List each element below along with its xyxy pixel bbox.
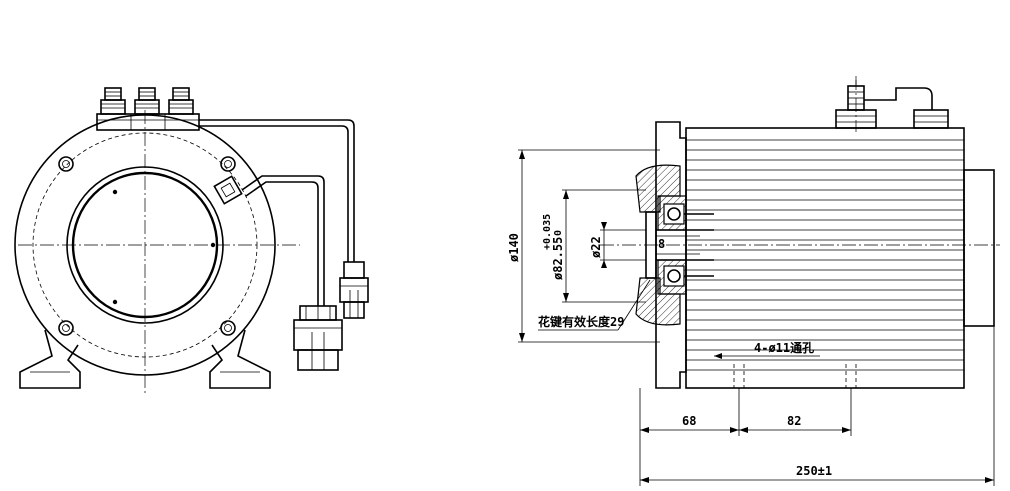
cable-connector — [339, 261, 369, 319]
dim-140-label: ø140 — [507, 233, 521, 262]
dim-82-horiz-label: 82 — [787, 414, 801, 428]
mount-bolt — [58, 156, 74, 172]
front-flange — [655, 121, 687, 389]
spline-leader: 花键有效长度29 — [538, 279, 651, 331]
spline-length-label: 花键有效长度29 — [538, 314, 624, 329]
bearing — [663, 203, 685, 225]
holes-label: 4-ø11通孔 — [754, 340, 814, 355]
dim-82-label: ø82.55 — [551, 237, 565, 280]
sensor-box — [213, 175, 243, 205]
mount-bolt — [58, 320, 74, 336]
dim-82-tol-upper: +0.035 — [542, 214, 553, 250]
bore-outer-circle — [66, 166, 224, 324]
front-view — [14, 87, 369, 395]
mount-bolt — [220, 156, 236, 172]
mounting-holes — [733, 364, 857, 388]
dim-250-label: 250±1 — [796, 464, 832, 478]
terminal-block — [96, 87, 200, 131]
dim-82: ø82.55 +0.035 0 — [542, 189, 646, 303]
bearing — [663, 265, 685, 287]
mount-bolt — [220, 320, 236, 336]
cable-connector — [293, 305, 343, 371]
top-terminal — [835, 76, 949, 132]
housing-outer-circle — [14, 114, 276, 376]
dim-68-label: 68 — [682, 414, 696, 428]
mounting-feet — [19, 329, 271, 389]
key-width-label: 8 — [658, 237, 665, 251]
holes-leader: 4-ø11通孔 — [714, 340, 820, 359]
motor-body — [685, 127, 965, 389]
bore-inner-circle — [71, 171, 219, 319]
dim-250: 250±1 — [639, 326, 995, 486]
dim-68-82: 68 82 — [639, 388, 852, 436]
dim-22-label: ø22 — [589, 236, 603, 258]
side-view: ø140 ø82.55 +0.035 0 ø22 8 花 — [507, 76, 1000, 486]
dim-140: ø140 — [507, 149, 660, 343]
bolt-circle — [32, 132, 258, 358]
dim-82-tol-lower: 0 — [553, 230, 564, 236]
dim-22: ø22 — [589, 222, 646, 268]
cooling-fins — [686, 139, 964, 371]
rear-cap — [963, 169, 995, 327]
section-hatch — [635, 164, 687, 326]
